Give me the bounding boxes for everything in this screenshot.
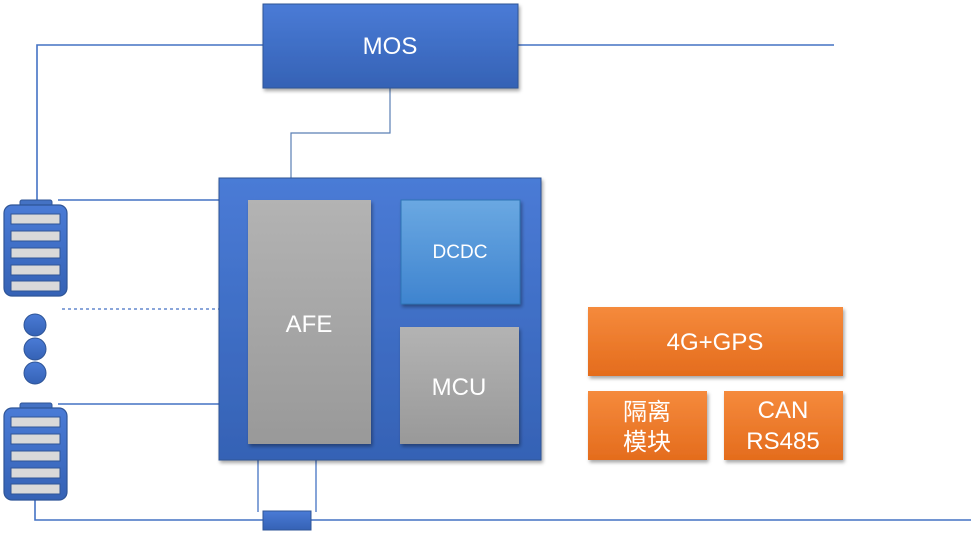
isolation-label-line2: 模块 <box>623 429 671 456</box>
wire-bottom-battery-ground <box>34 500 263 521</box>
isolation-label-line1: 隔离 <box>623 399 671 426</box>
battery-bottom-segments <box>10 416 61 495</box>
gps-4g-label: 4G+GPS <box>667 329 764 356</box>
battery-cell-bottom <box>3 402 68 501</box>
wire-mos-to-top-battery <box>36 44 263 203</box>
afe-box: AFE <box>248 200 371 444</box>
battery-cell-top <box>3 199 68 297</box>
can-label: CAN <box>758 397 809 424</box>
mos-box: MOS <box>262 3 519 89</box>
gps-4g-box: 4G+GPS <box>588 307 843 376</box>
shunt-resistor <box>262 510 312 531</box>
dcdc-box: DCDC <box>400 199 521 305</box>
afe-label: AFE <box>286 311 333 338</box>
can-rs485-box: CAN RS485 <box>724 391 843 460</box>
ellipsis-dot <box>23 361 47 385</box>
mcu-box: MCU <box>400 327 519 444</box>
ellipsis-dot <box>23 337 47 361</box>
wire-mos-control <box>290 88 391 178</box>
wires <box>34 44 971 521</box>
mcu-label: MCU <box>432 374 487 401</box>
isolation-module-box: 隔离 模块 <box>588 391 707 460</box>
battery-top-segments <box>10 213 61 292</box>
mos-label: MOS <box>363 33 418 60</box>
ellipsis-dot <box>23 313 47 337</box>
battery-ellipsis-dots <box>23 313 47 385</box>
rs485-label: RS485 <box>746 428 819 455</box>
dcdc-label: DCDC <box>433 242 488 263</box>
